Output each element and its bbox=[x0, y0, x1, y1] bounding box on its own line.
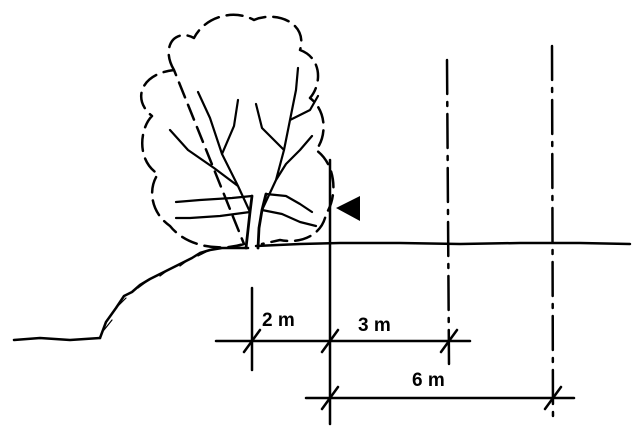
dimension-tick-edge-lower bbox=[320, 385, 340, 411]
ground-line-right bbox=[254, 241, 632, 248]
dimension-label-2m: 2 m bbox=[262, 310, 295, 331]
tree-branches bbox=[168, 66, 320, 228]
dimension-tick-edge-upper bbox=[320, 328, 340, 354]
ground-line-left bbox=[12, 336, 102, 342]
dimension-label-6m: 6 m bbox=[412, 370, 445, 391]
triangle-left-marker-icon bbox=[336, 196, 360, 221]
tree-crown-outline bbox=[140, 13, 335, 249]
embankment-slope bbox=[98, 246, 250, 340]
dimension-tick-3m bbox=[439, 328, 459, 354]
dimension-tick-6m bbox=[543, 385, 563, 411]
dimension-tick-tree bbox=[242, 328, 262, 354]
embankment-hatch bbox=[103, 251, 207, 331]
tree-trunk bbox=[244, 192, 268, 250]
row-line-3m bbox=[445, 58, 451, 368]
row-line-6m bbox=[550, 44, 555, 424]
dimension-label-3m: 3 m bbox=[358, 315, 391, 336]
